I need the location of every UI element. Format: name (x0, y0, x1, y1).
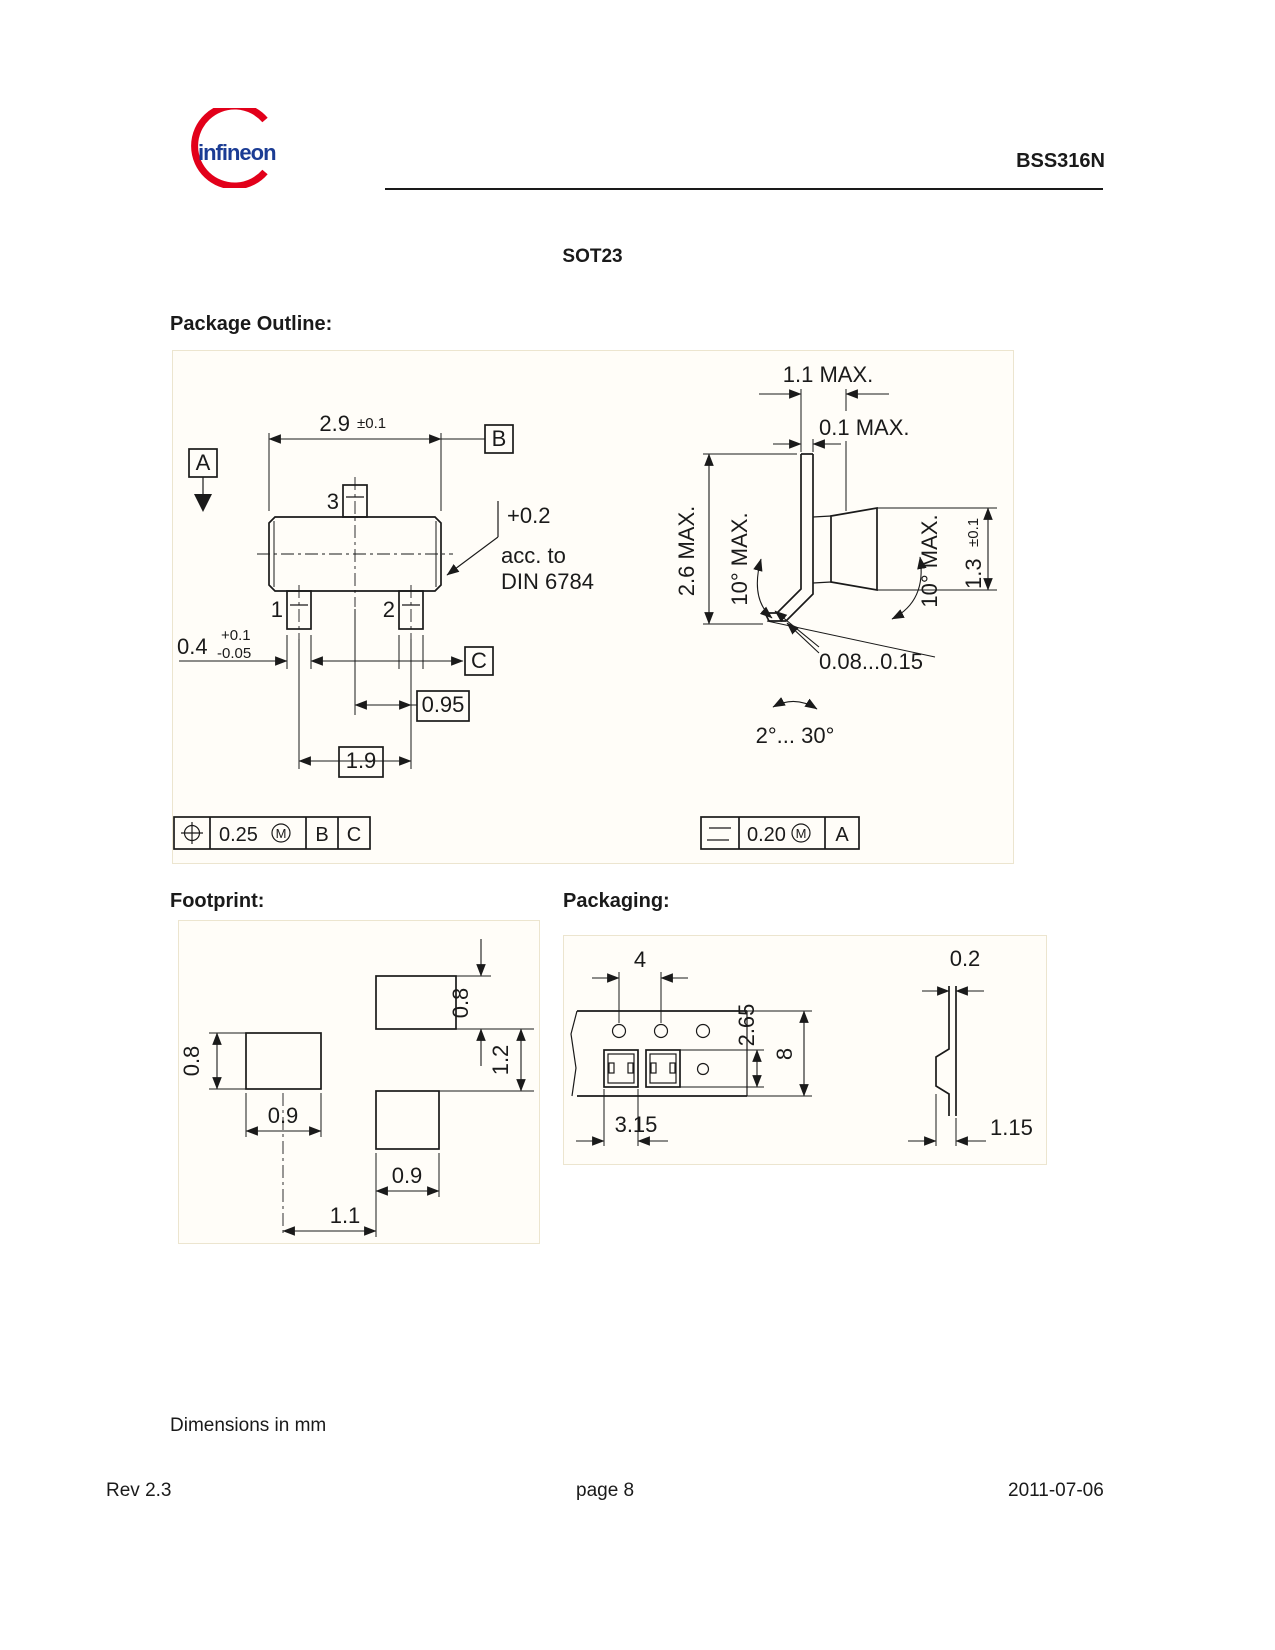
dim-pad-gap: 1.2 (488, 1045, 513, 1076)
dim-body-width: 2.9 (319, 411, 350, 436)
note-din: DIN 6784 (501, 569, 594, 594)
section-label-packaging: Packaging: (563, 890, 670, 912)
fcf-coplanarity-value: 0.20 (747, 824, 786, 846)
logo-swoosh-icon (191, 108, 268, 188)
dim-tape-pitch: 4 (634, 947, 646, 972)
dimensions-note: Dimensions in mm (170, 1415, 327, 1436)
footprint-drawing: 0.8 1.2 0.8 0.9 0.9 1.1 (179, 939, 534, 1237)
part-number: BSS316N (1016, 150, 1105, 172)
dim-lead-width-tol-plus: +0.1 (221, 627, 251, 644)
dim-lead-width: 0.4 (177, 634, 208, 659)
pocket-3-hole (696, 1062, 710, 1076)
footer-date: 2011-07-06 (1008, 1480, 1104, 1501)
dim-lead-thickness: 0.08...0.15 (819, 649, 923, 674)
note-acc-to: acc. to (501, 543, 566, 568)
datum-a-triangle-icon (194, 494, 212, 512)
fcf-position-mod: M (276, 826, 287, 841)
packaging-drawing: 4 2.65 8 3.15 0.2 1.15 (570, 946, 1033, 1146)
fcf-position-datum1: B (315, 824, 328, 846)
pin1-label: 1 (271, 597, 283, 622)
datum-b-box (484, 424, 514, 454)
datum-c-box (464, 646, 494, 676)
lead-profile-outer (765, 454, 802, 614)
fcf-coplanarity-mod: M (796, 826, 807, 841)
dim-foot-angle: 2°... 30° (756, 723, 835, 748)
tape-side-view (935, 986, 957, 1116)
note-tolerance: +0.2 (507, 503, 550, 528)
section-label-package-outline: Package Outline: (170, 313, 333, 335)
dim-tape-width: 8 (772, 1048, 797, 1060)
logo-wordmark: infineon (198, 140, 276, 165)
pad-bottom-right (375, 1090, 440, 1150)
fcf-coplanarity-datum: A (835, 824, 849, 846)
sprocket-hole (695, 1023, 711, 1039)
parallelism-icon (707, 827, 731, 841)
pocket-1 (603, 1049, 639, 1088)
footprint-frame: 0.8 1.2 0.8 0.9 0.9 1.1 (178, 920, 540, 1244)
package-outline-frame: 3 1 2 2.9 ±0.1 A B C (172, 350, 1014, 864)
fcf-coplanarity: 0.20 M A (700, 816, 860, 850)
pad-left (245, 1032, 322, 1090)
dim-height-max: 2.6 MAX. (674, 506, 699, 596)
lead-profile-inner (769, 454, 814, 622)
dim-body-height: 1.3 (961, 558, 986, 589)
pin2-label: 2 (383, 597, 395, 622)
pin3-label: 3 (327, 489, 339, 514)
pad-top-right (375, 975, 457, 1030)
package-outline-drawing: 3 1 2 2.9 ±0.1 A B C (173, 362, 997, 850)
dim-angle-left: 10° MAX. (727, 512, 752, 605)
fcf-position-value: 0.25 (219, 824, 258, 846)
dim-span: 1.9 (346, 748, 377, 773)
dim-pad-offset: 1.1 (330, 1203, 361, 1228)
dim-pad-width-right: 0.9 (392, 1163, 423, 1188)
datum-b-label: B (492, 426, 507, 451)
footer-page-number: page 8 (576, 1480, 635, 1501)
dim-lead-width-tol-minus: -0.05 (217, 645, 251, 662)
position-tolerance-icon (181, 822, 203, 844)
package-body-front (268, 516, 442, 592)
datum-a-label: A (196, 450, 211, 475)
package-body-side (830, 506, 878, 592)
dim-standoff-max: 0.1 MAX. (819, 415, 909, 440)
dim-body-height-tol: ±0.1 (965, 518, 982, 547)
tape-cut-edge (570, 1010, 578, 1097)
mmc-circle-icon (791, 823, 811, 843)
dim-total-thickness: 1.15 (990, 1115, 1033, 1140)
side-view: 2.6 MAX. 1.1 MAX. 0.1 MAX. 1.3 ±0.1 10° … (674, 362, 997, 850)
sprocket-hole (611, 1023, 627, 1039)
pocket-2 (645, 1049, 681, 1088)
infineon-logo: infineon (191, 108, 277, 188)
section-label-footprint: Footprint: (170, 890, 265, 912)
dim-tape-thickness: 0.2 (950, 946, 981, 971)
fcf-position-datum2: C (347, 824, 361, 846)
header-rule (385, 188, 1103, 190)
dim-pocket-width: 2.65 (734, 1004, 759, 1047)
dim-pocket-length: 3.15 (615, 1112, 658, 1137)
mmc-circle-icon (271, 823, 291, 843)
dim-width-max: 1.1 MAX. (783, 362, 873, 387)
front-view: 3 1 2 2.9 ±0.1 A B C (173, 411, 594, 850)
datum-c-label: C (471, 648, 487, 673)
dim-pad-height-left: 0.8 (179, 1046, 204, 1077)
page-title: SOT23 (562, 246, 623, 267)
packaging-frame: 4 2.65 8 3.15 0.2 1.15 (563, 935, 1047, 1165)
fcf-position: 0.25 M B C (173, 816, 371, 850)
dim-pitch: 0.95 (422, 692, 465, 717)
footer-revision: Rev 2.3 (106, 1480, 172, 1501)
tape-top-view (570, 1010, 748, 1097)
sprocket-hole (653, 1023, 669, 1039)
pin3-lead (342, 484, 368, 518)
dim-body-width-tol: ±0.1 (357, 415, 386, 432)
dim-pad-height-right: 0.8 (448, 988, 473, 1019)
